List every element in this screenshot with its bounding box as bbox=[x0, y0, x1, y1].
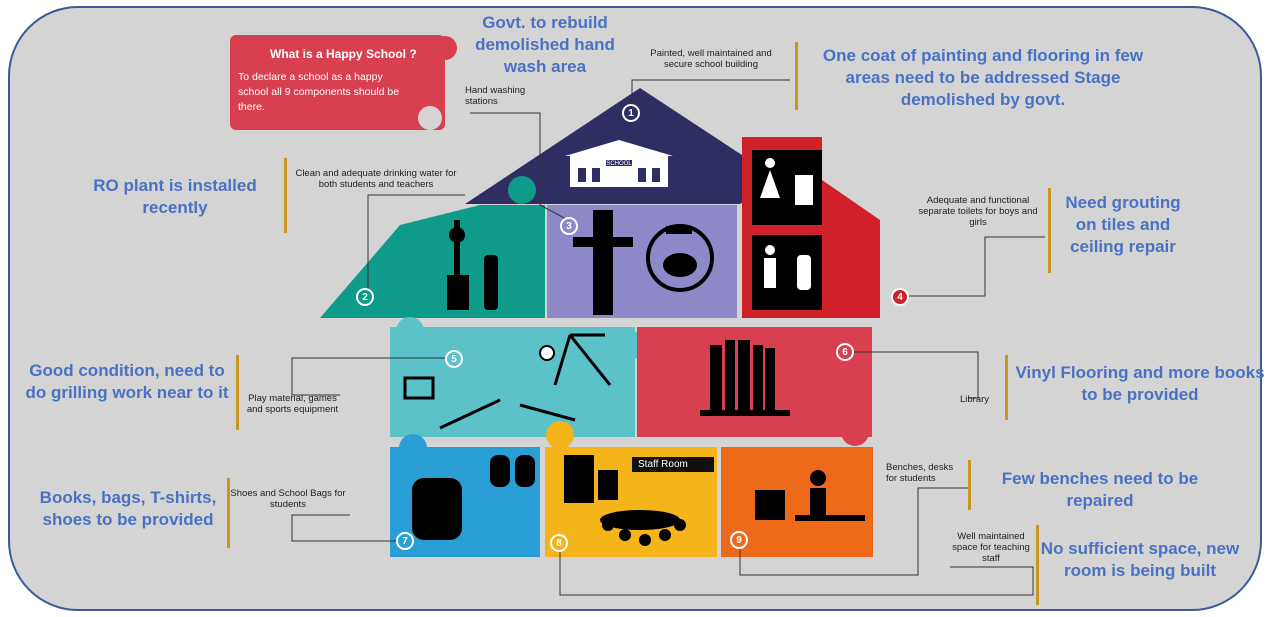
annot-handwash: Govt. to rebuild demolished hand wash ar… bbox=[475, 13, 615, 76]
annot-building: One coat of painting and flooring in few… bbox=[822, 46, 1144, 109]
goldbar-benches bbox=[968, 460, 971, 510]
badge-4: 4 bbox=[891, 288, 909, 306]
label-drinking-water: Clean and adequate drinking water for bo… bbox=[295, 168, 457, 190]
goldbar-shoes bbox=[227, 478, 230, 548]
goldbar-building bbox=[795, 42, 798, 110]
label-hand-washing: Hand washing stations bbox=[465, 85, 526, 107]
label-teaching-staff: Well maintained space for teaching staff bbox=[952, 531, 1030, 564]
badge-3: 3 bbox=[560, 217, 578, 235]
annot-water: RO plant is installed recently bbox=[93, 176, 257, 217]
connector-lines bbox=[291, 79, 1045, 596]
school-sign: SCHOOL bbox=[606, 161, 632, 167]
books-icon bbox=[700, 340, 790, 416]
annot-staff: No sufficient space, new room is being b… bbox=[1040, 539, 1240, 580]
staff-room-sign: Staff Room bbox=[632, 457, 714, 472]
label-building: Painted, well maintained and secure scho… bbox=[650, 48, 772, 70]
backpack-icon bbox=[412, 455, 535, 540]
playground-icon bbox=[403, 333, 612, 430]
school-building-icon bbox=[565, 140, 673, 187]
label-library: Library bbox=[960, 394, 990, 405]
puzzle-piece-5 bbox=[390, 327, 635, 437]
badge-5: 5 bbox=[445, 350, 463, 368]
goldbar-toilets bbox=[1048, 188, 1051, 273]
staff-room-icon bbox=[564, 455, 686, 546]
football-icon bbox=[539, 345, 555, 361]
toilets-icon bbox=[752, 150, 822, 310]
hand-wash-icon bbox=[573, 210, 714, 315]
annot-play: Good condition, need to do grilling work… bbox=[25, 361, 229, 402]
label-benches: Benches, desks for students bbox=[886, 462, 954, 484]
goldbar-water bbox=[284, 158, 287, 233]
label-toilets: Adequate and functional separate toilets… bbox=[918, 195, 1038, 228]
badge-9: 9 bbox=[730, 531, 748, 549]
badge-7: 7 bbox=[396, 532, 414, 550]
goldbar-play bbox=[236, 355, 239, 430]
goldbar-staff bbox=[1036, 525, 1039, 605]
annot-benches: Few benches need to be repaired bbox=[1001, 469, 1199, 510]
goldbar-library bbox=[1005, 355, 1008, 420]
badge-6: 6 bbox=[836, 343, 854, 361]
water-tap-icon bbox=[447, 220, 498, 310]
puzzle-piece-2 bbox=[320, 205, 545, 318]
badge-8: 8 bbox=[550, 534, 568, 552]
annot-toilets: Need grouting on tiles and ceiling repai… bbox=[1065, 193, 1181, 256]
badge-2: 2 bbox=[356, 288, 374, 306]
happy-school-body: To declare a school as a happy school al… bbox=[238, 71, 400, 113]
badge-1: 1 bbox=[622, 104, 640, 122]
label-shoes-bags: Shoes and School Bags for students bbox=[230, 488, 346, 510]
happy-school-card bbox=[230, 35, 457, 130]
puzzle-piece-3 bbox=[547, 205, 737, 318]
annot-library: Vinyl Flooring and more books to be prov… bbox=[1015, 363, 1265, 404]
bench-desk-icon bbox=[755, 470, 865, 521]
happy-school-title: What is a Happy School ? bbox=[270, 47, 417, 61]
annot-shoes: Books, bags, T-shirts, shoes to be provi… bbox=[39, 488, 217, 529]
label-play-material: Play material, games and sports equipmen… bbox=[246, 393, 339, 415]
